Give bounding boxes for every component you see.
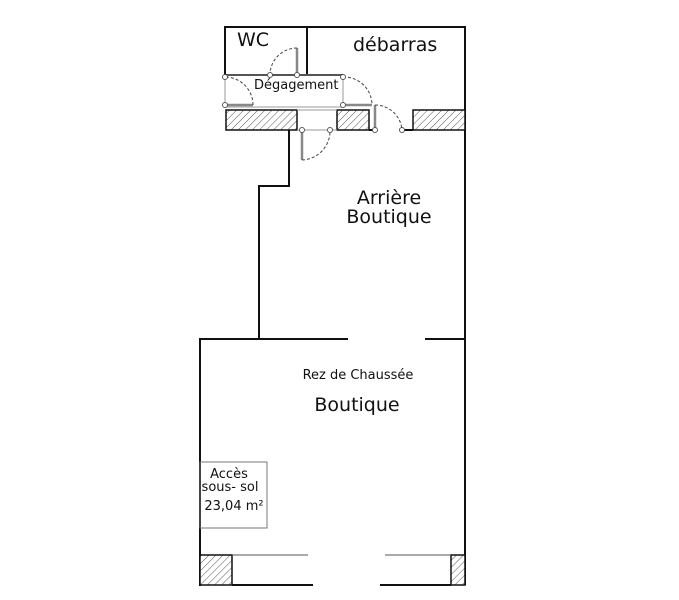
boutique-walls xyxy=(199,339,466,586)
label-boutique: Boutique xyxy=(314,394,399,416)
label-arriere: Arrière xyxy=(357,187,421,209)
doors xyxy=(222,47,405,161)
label-area: 23,04 m² xyxy=(204,499,263,514)
label-debarras: débarras xyxy=(353,34,437,56)
label-arriere-boutique: Boutique xyxy=(346,206,431,228)
label-degagement: Dégagement xyxy=(254,78,338,93)
label-sous-sol: sous- sol xyxy=(202,480,259,495)
acces-sous-sol-box xyxy=(199,461,268,529)
top-walls xyxy=(224,26,466,585)
hatched-walls xyxy=(225,109,466,131)
arriere-boutique-walls xyxy=(199,130,465,340)
label-acces: Accès xyxy=(210,467,248,482)
label-wc: WC xyxy=(237,29,269,51)
label-level: Rez de Chaussée xyxy=(303,368,414,383)
